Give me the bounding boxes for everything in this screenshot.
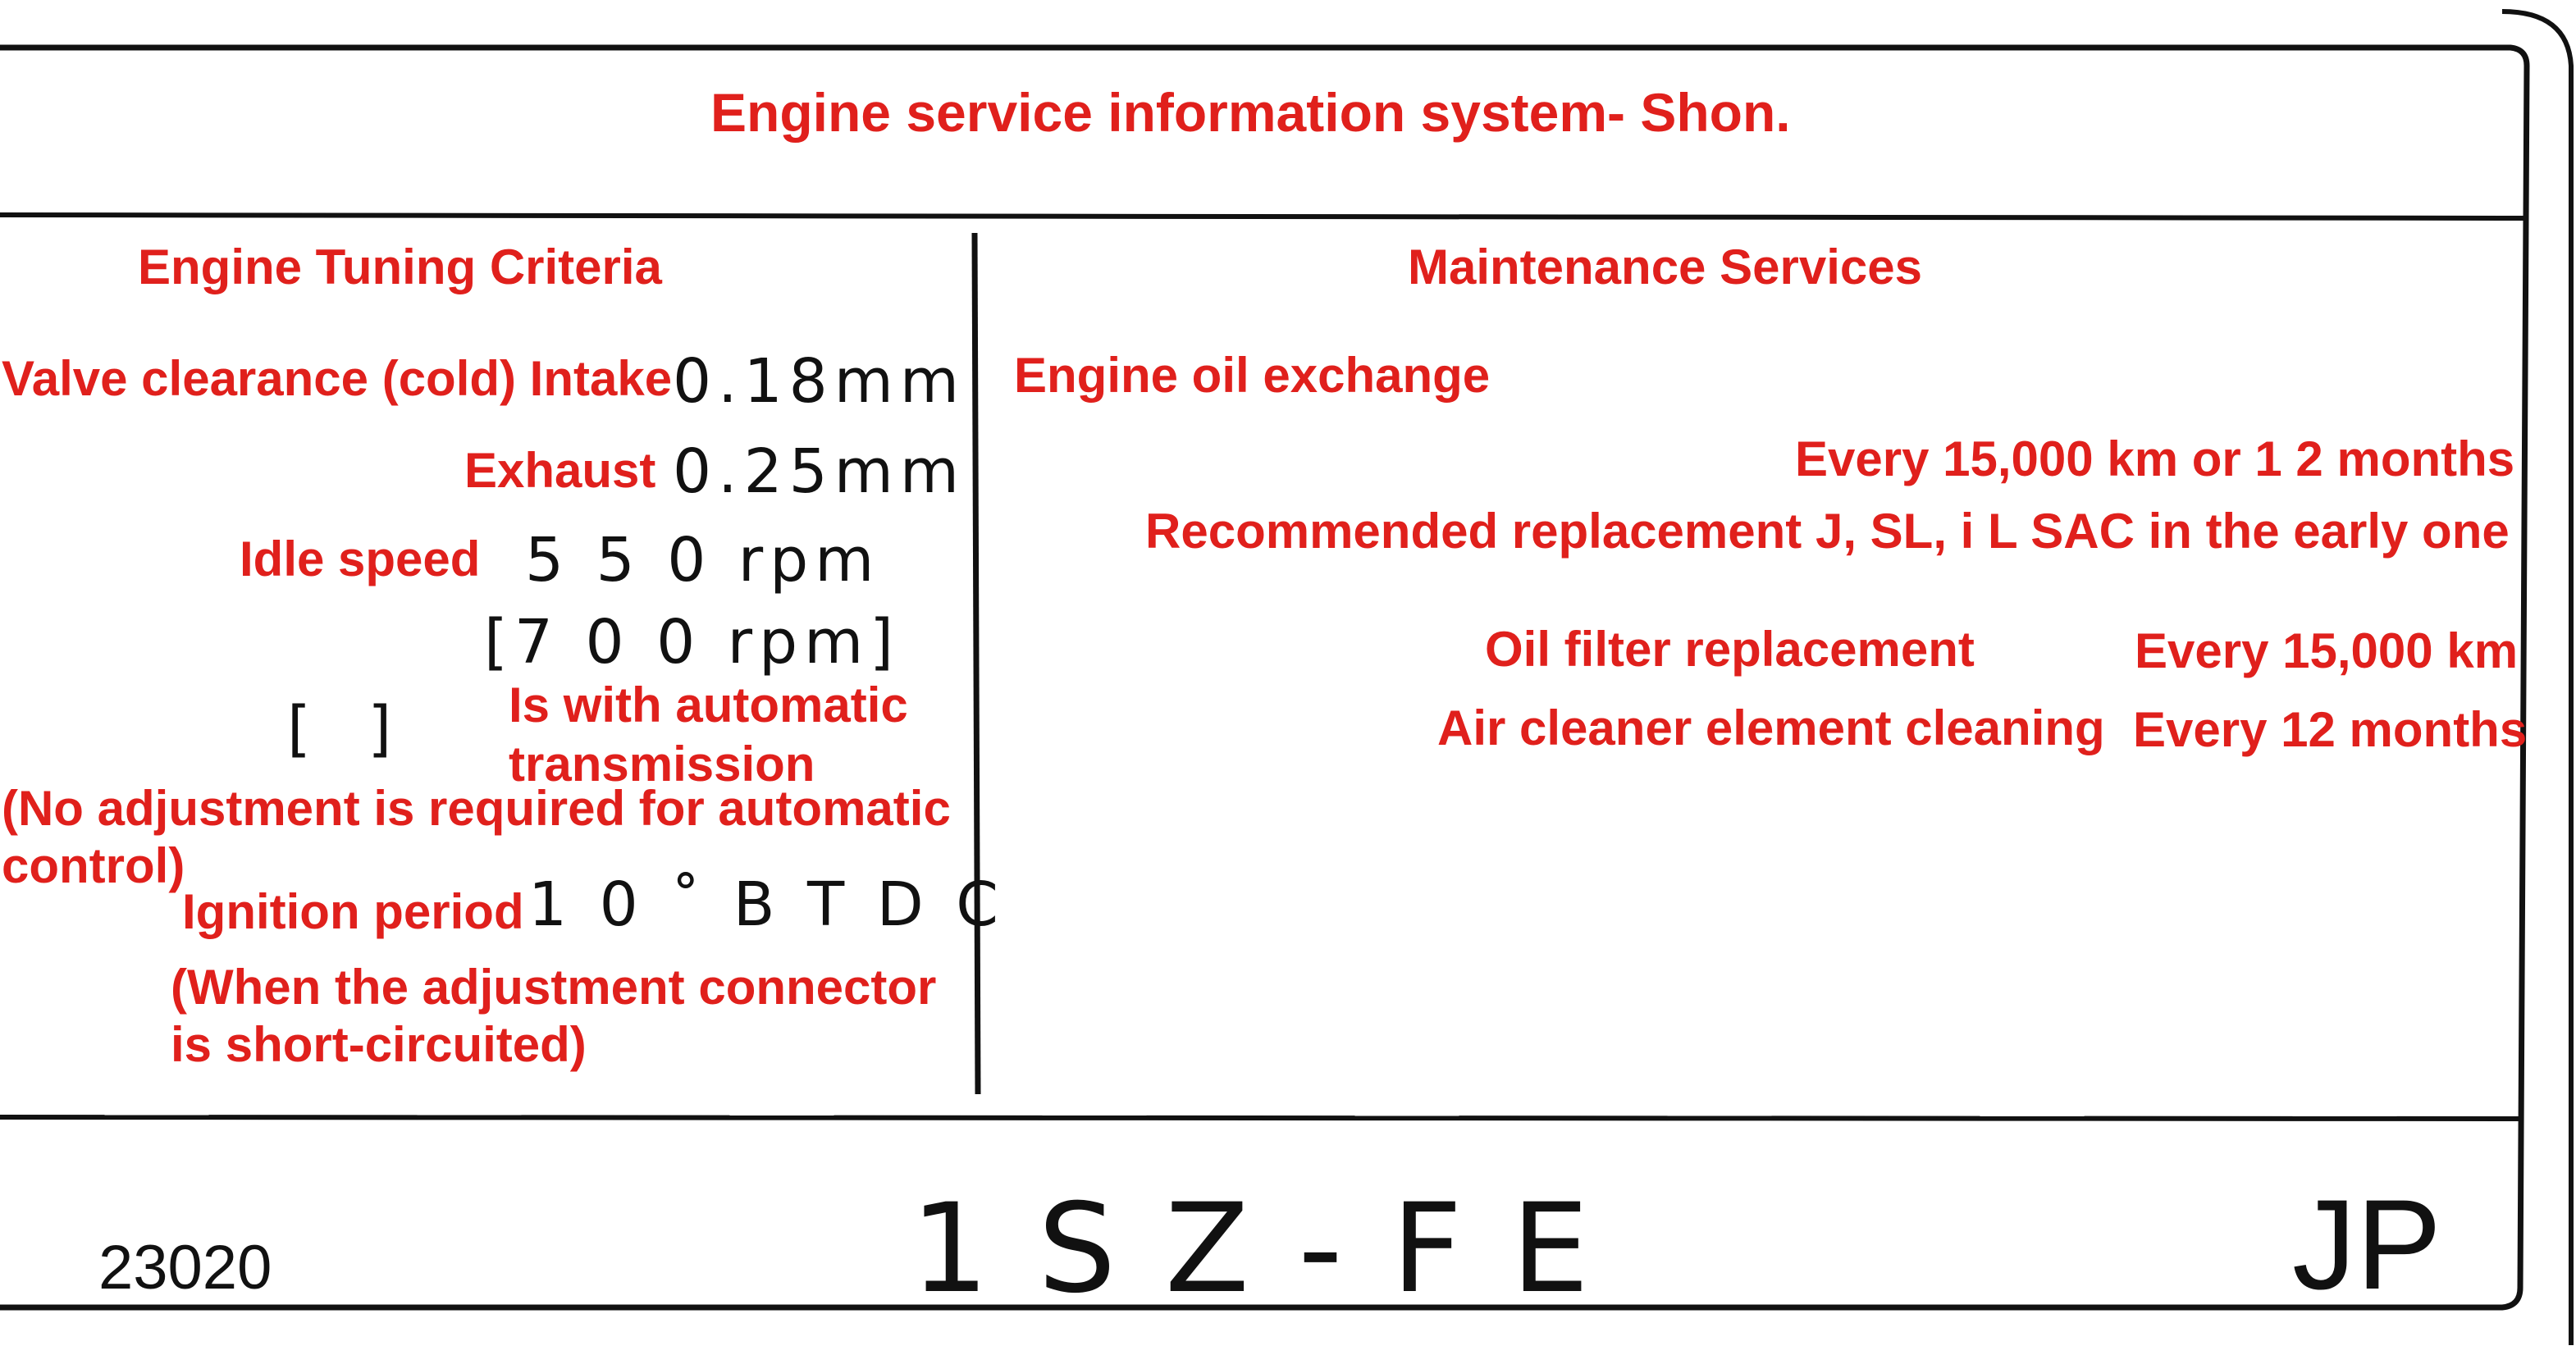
exhaust-label: Exhaust xyxy=(464,443,656,498)
connector-note-line1: (When the adjustment connector xyxy=(171,960,937,1015)
oil-filter-label: Oil filter replacement xyxy=(1485,622,1975,677)
exhaust-value: 0.25mm xyxy=(673,436,966,507)
idle-speed-label: Idle speed xyxy=(240,532,481,586)
at-note-line2: transmission xyxy=(509,737,815,792)
connector-note-line2: is short-circuited) xyxy=(171,1017,587,1072)
oil-filter-interval: Every 15,000 km xyxy=(2135,623,2519,678)
air-cleaner-interval: Every 12 months xyxy=(2133,702,2528,757)
ignition-label: Ignition period xyxy=(182,884,524,939)
valve-clearance-label: Valve clearance (cold) Intake xyxy=(2,351,673,406)
no-adjustment-line1: (No adjustment is required for automatic xyxy=(2,781,951,836)
ignition-value: 1 0 ˚ B T D C xyxy=(528,869,1005,940)
oil-exchange-interval: Every 15,000 km or 1 2 months xyxy=(1795,431,2515,486)
label-border xyxy=(0,44,2530,1311)
header-divider xyxy=(0,212,2524,221)
recommended-note: Recommended replacement J, SL, i L SAC i… xyxy=(1145,504,2510,559)
idle-speed-at-value: [7 0 0 rpm] xyxy=(484,607,901,678)
engine-code: 1 S Z - F E xyxy=(911,1178,1594,1321)
footer-divider xyxy=(0,1115,2524,1121)
oil-exchange-label: Engine oil exchange xyxy=(1014,348,1491,403)
region-code: JP xyxy=(2292,1174,2442,1316)
bracket-symbol: [ ] xyxy=(287,694,399,764)
maintenance-heading: Maintenance Services xyxy=(1408,240,1922,294)
part-number: 23020 xyxy=(98,1233,272,1303)
no-adjustment-line2: control) xyxy=(2,838,185,893)
column-divider xyxy=(971,232,981,1095)
air-cleaner-label: Air cleaner element cleaning xyxy=(1437,700,2105,755)
idle-speed-value: 5 5 0 rpm xyxy=(525,525,881,595)
tuning-heading: Engine Tuning Criteria xyxy=(138,240,662,294)
at-note-line1: Is with automatic xyxy=(509,678,908,732)
intake-value: 0.18mm xyxy=(673,346,966,417)
page-title: Engine service information system- Shon. xyxy=(710,82,1791,143)
outer-edge xyxy=(2501,9,2574,1345)
